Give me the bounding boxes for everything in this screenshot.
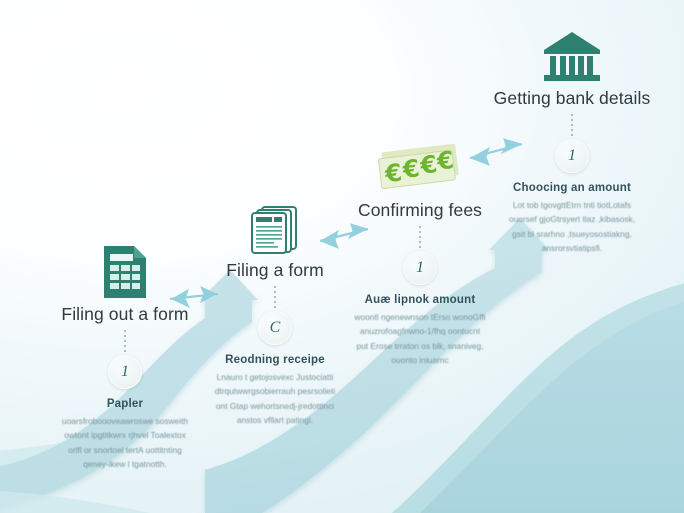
step-title: Getting bank details: [493, 88, 651, 108]
step-title: Confirming fees: [357, 200, 483, 220]
step-badge: 1: [555, 139, 589, 173]
dotted-connector-line: [571, 114, 573, 136]
step-badge: 1: [403, 251, 437, 285]
dotted-connector-line: [274, 286, 276, 308]
step-title: Filing out a form: [61, 304, 189, 324]
step-blurb: woontl ngenewnson tErso wonoGffi anuzrof…: [354, 312, 486, 366]
spreadsheet-document-icon: [30, 242, 220, 300]
step-filing-out-a-form[interactable]: Filing out a form 1 Papler uoarsfrobooov…: [30, 242, 220, 472]
step-filing-a-form[interactable]: Filing a form C Reodning receipe Lnauro …: [180, 198, 370, 428]
connector-3-4: [469, 138, 523, 166]
bank-building-icon: [472, 26, 672, 84]
dotted-connector-line: [419, 226, 421, 248]
step-subtitle: Reodning receipe: [225, 354, 325, 366]
stacked-pages-icon: [180, 198, 370, 256]
step-badge: 1: [108, 355, 142, 389]
svg-text:€: €: [383, 158, 404, 188]
step-blurb: Lot tob tgovgttEtrn tnti tiotLotafs ouor…: [508, 200, 636, 254]
euro-banknotes-icon: € € € €: [325, 138, 515, 196]
dotted-connector-line: [124, 330, 126, 352]
step-confirming-fees[interactable]: € € € € Confirming fees 1 Auæ lipnok amo…: [325, 138, 515, 368]
step-badge: C: [258, 311, 292, 345]
connector-2-3: [319, 223, 369, 249]
step-subtitle: Papler: [106, 398, 144, 410]
step-blurb: uoarsfroboooveawroswe sosweith owtont ip…: [61, 416, 189, 470]
svg-text:€: €: [400, 154, 421, 184]
step-title: Filing a form: [226, 260, 324, 280]
step-getting-bank-details[interactable]: Getting bank details 1 Choocing an amoun…: [472, 26, 672, 256]
connector-1-2: [169, 285, 219, 309]
step-subtitle: Choocing an amount: [513, 182, 631, 194]
svg-text:€: €: [434, 146, 455, 176]
svg-text:€: €: [418, 150, 439, 180]
step-blurb: Lnauro t getojosvexc Justociatti dtrqutw…: [214, 372, 336, 426]
step-subtitle: Auæ lipnok amount: [364, 294, 476, 306]
